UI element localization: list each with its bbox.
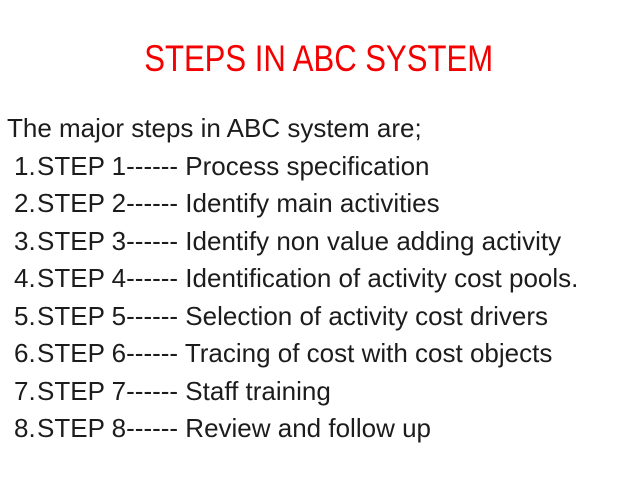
step-item: 7. STEP 7------ Staff training <box>0 373 638 411</box>
step-text: STEP 3------ Identify non value adding a… <box>37 225 562 256</box>
step-number: 1. <box>14 150 36 181</box>
step-text: STEP 1------ Process specification <box>37 150 430 181</box>
step-number: 2. <box>14 188 36 218</box>
step-text: STEP 8------ Review and follow up <box>37 413 431 443</box>
steps-list: 1. STEP 1------ Process specification 2.… <box>0 148 638 448</box>
slide-title: STEPS IN ABC SYSTEM <box>144 38 494 79</box>
step-number: 3. <box>14 225 36 256</box>
step-item: 6. STEP 6------ Tracing of cost with cos… <box>0 335 638 373</box>
step-number: 7. <box>14 375 36 406</box>
step-number: 4. <box>14 263 36 293</box>
step-number: 5. <box>14 300 36 331</box>
step-item: 3. STEP 3------ Identify non value addin… <box>0 223 638 261</box>
step-item: 8. STEP 8------ Review and follow up <box>0 410 638 448</box>
step-item: 5. STEP 5------ Selection of activity co… <box>0 298 638 336</box>
step-item: 4. STEP 4------ Identification of activi… <box>0 260 638 298</box>
intro-text: The major steps in ABC system are; <box>7 113 422 143</box>
step-number: 8. <box>14 413 36 443</box>
step-item: 2. STEP 2------ Identify main activities <box>0 185 638 223</box>
step-text: STEP 2------ Identify main activities <box>37 188 440 218</box>
slide-body: The major steps in ABC system are; 1. ST… <box>0 110 638 448</box>
step-text: STEP 5------ Selection of activity cost … <box>37 300 548 331</box>
step-text: STEP 6------ Tracing of cost with cost o… <box>37 338 553 368</box>
step-text: STEP 4------ Identification of activity … <box>37 263 579 293</box>
step-number: 6. <box>14 338 36 368</box>
step-item: 1. STEP 1------ Process specification <box>0 148 638 186</box>
step-text: STEP 7------ Staff training <box>37 375 331 406</box>
title-row: STEPS IN ABC SYSTEM <box>0 0 638 77</box>
